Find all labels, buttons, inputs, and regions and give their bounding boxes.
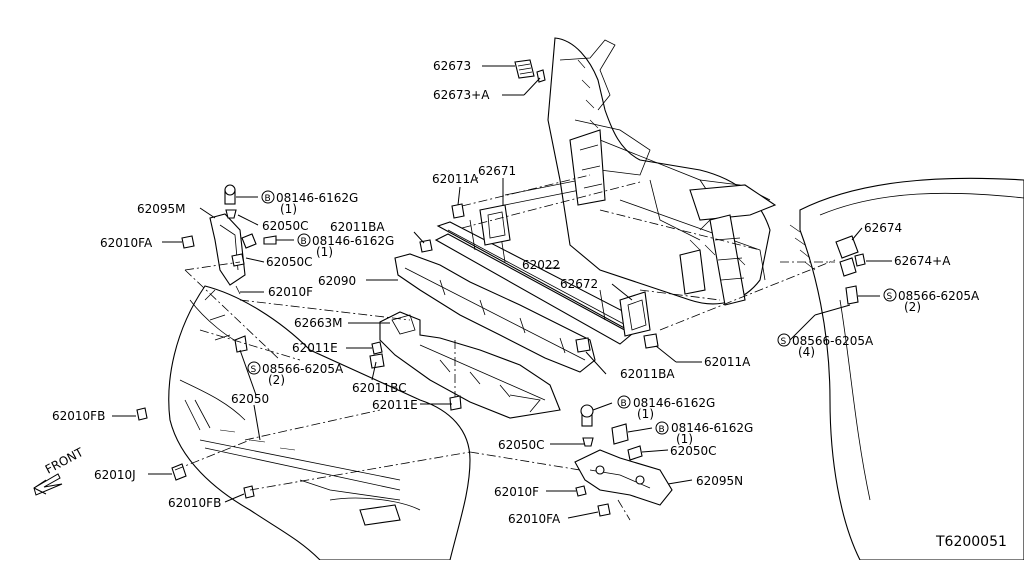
callout-62674A: 62674+A	[894, 254, 951, 268]
leader-dashes-left	[174, 261, 835, 521]
callout-62010F-l: 62010F	[268, 285, 313, 299]
callout-62011A-top: 62011A	[432, 172, 479, 186]
callout-62011BC: 62011BC	[352, 381, 407, 395]
callout-08146-l2: 08146-6162G	[312, 234, 394, 248]
front-arrow-label: FRONT	[43, 445, 86, 477]
callout-08146-l1: 08146-6162G	[276, 191, 358, 205]
callout-62011E-2: 62011E	[372, 398, 418, 412]
svg-text:B: B	[659, 425, 665, 435]
callout-08566-b: 08566-6205A	[792, 334, 874, 348]
diagram-code: T6200051	[935, 534, 1007, 550]
bumper-fascia	[168, 285, 471, 561]
callout-62050C-l1: 62050C	[262, 219, 309, 233]
body-structure	[547, 37, 1024, 561]
callout-62010FB-1: 62010FB	[52, 409, 105, 423]
callout-62010FB-2: 62010FB	[168, 496, 221, 510]
callout-62090: 62090	[318, 274, 356, 288]
callout-62050C-r1: 62050C	[498, 438, 545, 452]
callout-08566-l-qty: (2)	[268, 373, 285, 387]
svg-text:B: B	[621, 399, 627, 409]
callout-08566-r: 08566-6205A	[898, 289, 980, 303]
svg-text:S: S	[887, 292, 893, 302]
callout-08146-l1-qty: (1)	[280, 202, 297, 216]
svg-text:S: S	[251, 365, 257, 375]
callout-62050C-r2: 62050C	[670, 444, 717, 458]
callout-08566-l: 08566-6205A	[262, 362, 344, 376]
callout-62011BA-bot: 62011BA	[620, 367, 675, 381]
right-bracket-assembly	[574, 404, 673, 517]
upper-member	[461, 129, 836, 331]
callout-62011BA-top: 62011BA	[330, 220, 385, 234]
leader-lines	[112, 65, 892, 519]
callout-62095M: 62095M	[137, 202, 186, 216]
callout-62010FA-l: 62010FA	[100, 236, 153, 250]
bolt-symbol-r1: B	[617, 395, 631, 409]
svg-text:B: B	[265, 194, 271, 204]
callout-62663M: 62663M	[294, 316, 343, 330]
callout-62674: 62674	[864, 221, 902, 235]
callout-08566-b-qty: (4)	[798, 345, 815, 359]
callout-62050: 62050	[231, 392, 269, 406]
fastener-symbols: B B S S S B B	[247, 190, 897, 435]
callout-62010FA-r: 62010FA	[508, 512, 561, 526]
callout-62050C-l2: 62050C	[266, 255, 313, 269]
svg-text:S: S	[781, 337, 787, 347]
callout-08146-r1: 08146-6162G	[633, 396, 715, 410]
callout-62011E-1: 62011E	[292, 341, 338, 355]
callout-08566-r-qty: (2)	[904, 300, 921, 314]
front-arrow: FRONT	[33, 445, 86, 496]
callout-62022: 62022	[522, 258, 560, 272]
screw-symbol-r: S	[883, 288, 897, 302]
callout-08146-r2-qty: (1)	[676, 432, 693, 446]
callout-08146-l2-qty: (1)	[316, 245, 333, 259]
callout-62671: 62671	[478, 164, 516, 178]
callout-62673: 62673	[433, 59, 471, 73]
callout-62672: 62672	[560, 277, 598, 291]
under-cover	[379, 311, 561, 419]
callout-62673A: 62673+A	[433, 88, 490, 102]
energy-absorber	[394, 253, 596, 373]
screw-symbol-l: S	[247, 361, 261, 375]
bumper-reinforcement	[434, 204, 651, 345]
svg-text:B: B	[301, 237, 307, 247]
fasteners	[369, 59, 866, 411]
bolt-symbol-l2: B	[297, 233, 311, 247]
callout-62010F-r: 62010F	[494, 485, 539, 499]
left-bracket-assembly	[136, 184, 277, 499]
bolt-symbol-r2: B	[655, 421, 669, 435]
screw-symbol-b: S	[777, 333, 791, 347]
callout-62095N: 62095N	[696, 474, 743, 488]
callout-62011A-bot: 62011A	[704, 355, 751, 369]
callout-62010J: 62010J	[94, 468, 136, 482]
callout-labels: 62673 62673+A 62671 62011A 62011BA 62022…	[52, 59, 980, 526]
callout-08146-r1-qty: (1)	[637, 407, 654, 421]
callout-08146-r2: 08146-6162G	[671, 421, 753, 435]
bolt-symbol-l1: B	[261, 190, 275, 204]
